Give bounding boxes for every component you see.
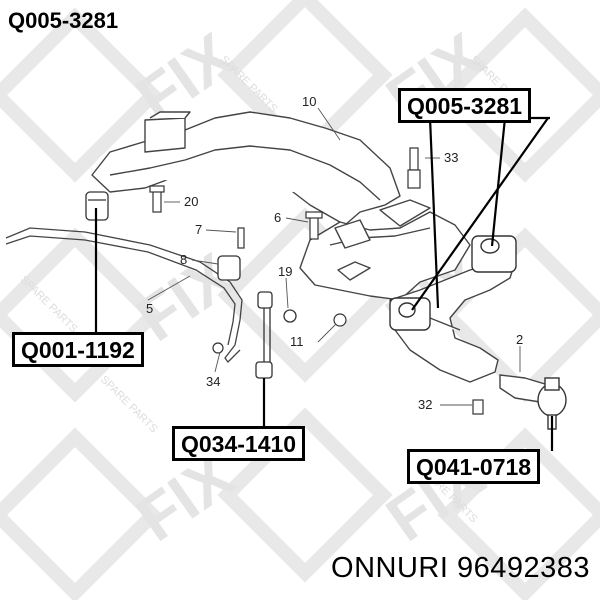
stabilizer-bar (5, 227, 243, 363)
callout-20: 20 (184, 194, 198, 209)
part-label-q041-text: Q041-0718 (416, 454, 532, 480)
callout-34: 34 (206, 374, 220, 389)
part-label-q034-text: Q034-1410 (181, 431, 297, 457)
part-label-q001-text: Q001-1192 (21, 337, 135, 363)
leader-lines (147, 107, 521, 406)
part-label-q005-text: Q005-3281 (407, 93, 523, 119)
footer-brand: ONNURI (331, 552, 449, 584)
fasteners (149, 147, 484, 415)
callout-5: 5 (146, 301, 153, 316)
subframe-crossmember (91, 111, 471, 301)
callout-8: 8 (180, 252, 187, 267)
callout-numbers: 10 33 20 7 6 8 19 5 11 34 2 32 (146, 94, 523, 412)
callout-6: 6 (274, 210, 281, 225)
callout-2: 2 (516, 332, 523, 347)
page-title-part-code: Q005-3281 (8, 8, 119, 33)
footer-brand-oem: ONNURI 96492383 (331, 552, 590, 585)
svg-text:SPARE PARTS: SPARE PARTS (18, 274, 80, 336)
callout-32: 32 (418, 397, 432, 412)
callout-33: 33 (444, 150, 458, 165)
stabilizer-link (255, 291, 297, 379)
part-label-q034[interactable]: Q034-1410 (172, 426, 306, 461)
callout-7: 7 (195, 222, 202, 237)
stabilizer-bushing (85, 191, 241, 281)
control-arm-bushings (389, 235, 517, 331)
part-label-q041[interactable]: Q041-0718 (407, 449, 541, 484)
callout-19: 19 (278, 264, 292, 279)
part-label-q001[interactable]: Q001-1192 (12, 332, 144, 367)
callout-10: 10 (302, 94, 316, 109)
svg-text:SPARE PARTS: SPARE PARTS (98, 374, 160, 436)
footer-oem-number: 96492383 (456, 552, 590, 584)
part-connectors (94, 116, 554, 451)
part-label-q005[interactable]: Q005-3281 (398, 88, 532, 123)
callout-11: 11 (290, 334, 304, 349)
